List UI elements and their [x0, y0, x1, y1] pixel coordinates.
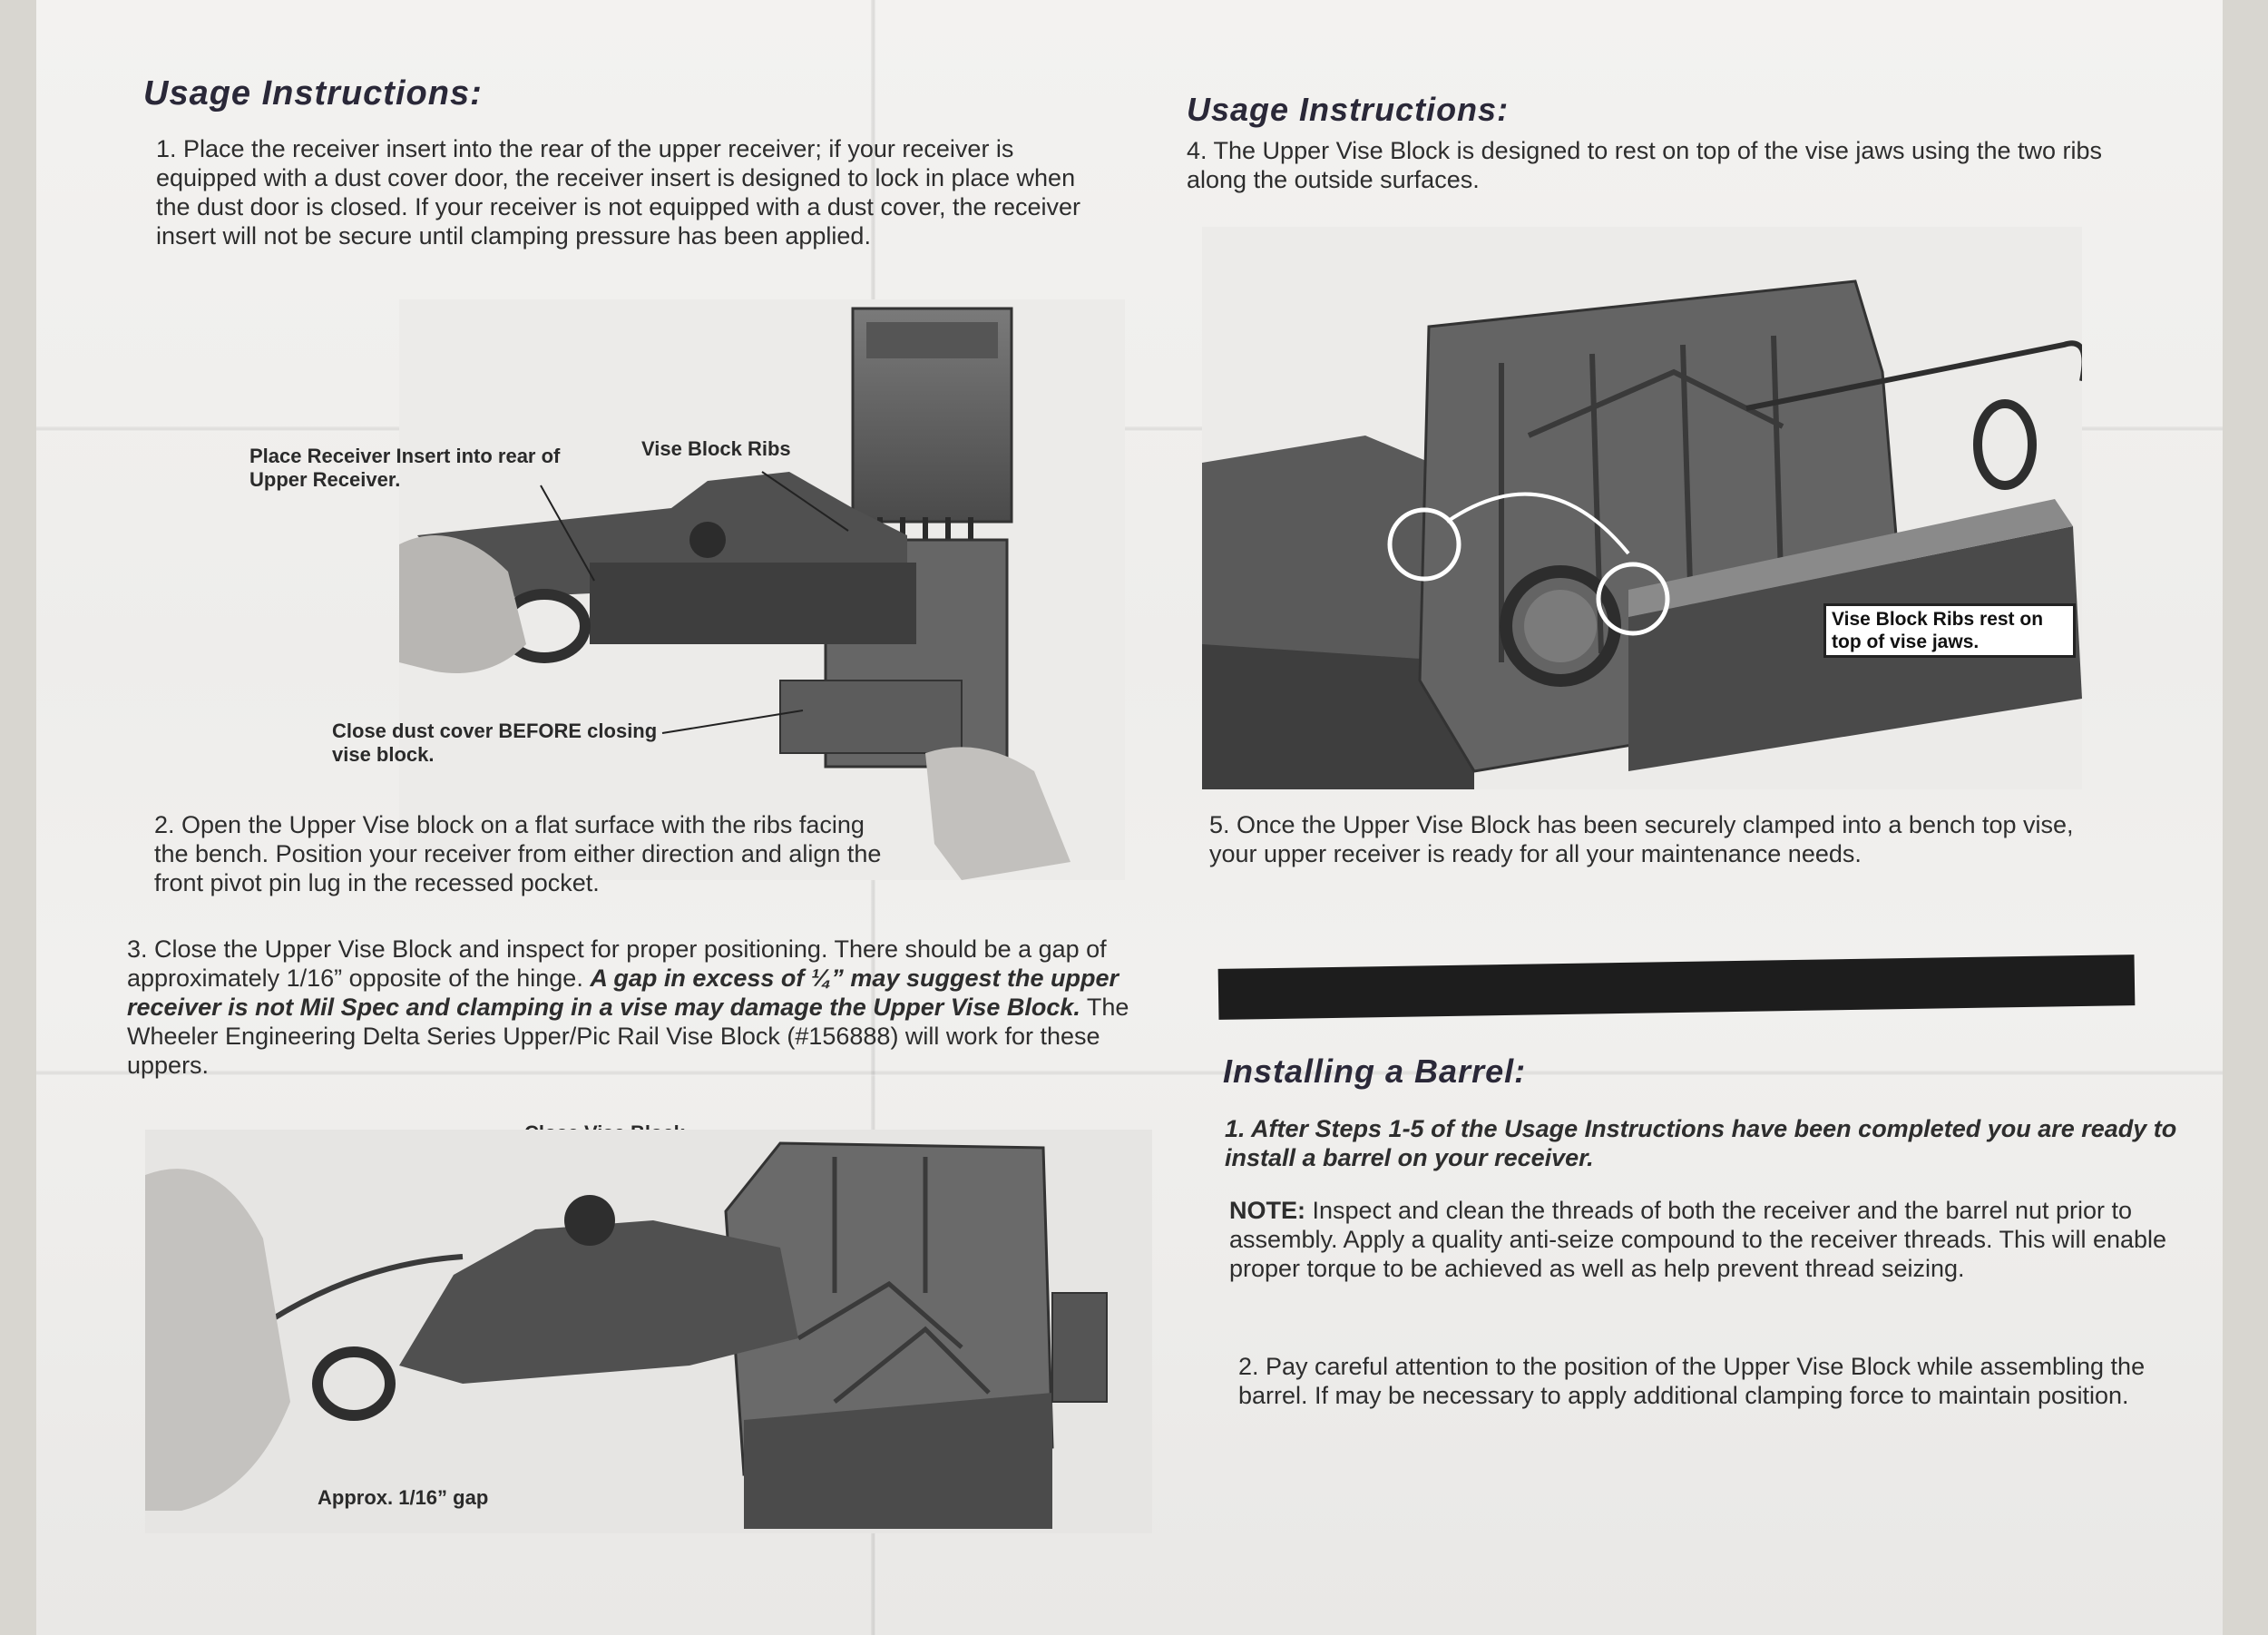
note-text: NOTE: Inspect and clean the threads of b… [1229, 1196, 2191, 1283]
callout-dust-cover: Close dust cover BEFORE closing vise blo… [332, 720, 658, 766]
vise-jaws-photo [1202, 227, 2082, 789]
step-4-text: 4. The Upper Vise Block is designed to r… [1187, 137, 2103, 193]
note-label: NOTE: [1229, 1197, 1305, 1224]
step-3-part-b: The Wheeler Engineering Delta Series Upp… [127, 994, 1129, 1079]
barrel-step-2-text: 2. Pay careful attention to the position… [1238, 1353, 2146, 1409]
step-3-text: 3. Close the Upper Vise Block and inspec… [127, 935, 1134, 1080]
note-body: Inspect and clean the threads of both th… [1229, 1197, 2167, 1282]
barrel-step-1-text: 1. After Steps 1-5 of the Usage Instruct… [1225, 1115, 2177, 1171]
callout-gap: Approx. 1/16” gap [318, 1486, 489, 1509]
step-3-warning: A gap in excess of ¼” may suggest the up… [127, 964, 1119, 1021]
step-5-text: 5. Once the Upper Vise Block has been se… [1209, 811, 2074, 867]
fold-crease-upper [36, 426, 2223, 432]
step-1-text: 1. Place the receiver insert into the re… [156, 135, 1081, 250]
callout-ribs-rest: Vise Block Ribs rest on top of vise jaws… [1823, 603, 2076, 658]
right-heading: Usage Instructions: [1187, 91, 1510, 128]
step-3-part-a: 3. Close the Upper Vise Block and inspec… [127, 935, 1107, 992]
closed-vise-photo [145, 1130, 1152, 1533]
fold-crease-lower [36, 1071, 2223, 1076]
left-heading: Usage Instructions: [143, 74, 483, 113]
callout-ribs: Vise Block Ribs [641, 437, 791, 460]
callout-insert: Place Receiver Insert into rear of Upper… [249, 445, 561, 491]
receiver-insert-photo [399, 299, 1125, 880]
barrel-heading: Installing a Barrel: [1223, 1052, 1527, 1090]
step-2-text: 2. Open the Upper Vise block on a flat s… [154, 811, 882, 896]
